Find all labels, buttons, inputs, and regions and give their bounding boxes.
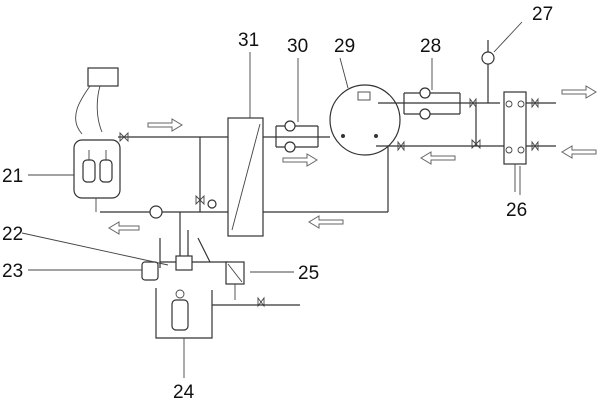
- component-25-exchanger: [225, 261, 245, 300]
- flow-arrows: [108, 85, 597, 235]
- flow-arrow: [108, 221, 140, 235]
- label-22: 22: [2, 224, 23, 245]
- label-29: 29: [334, 36, 355, 57]
- label-24: 24: [173, 382, 195, 403]
- label-27: 27: [532, 4, 553, 25]
- flow-arrow: [147, 118, 183, 132]
- pipe-network: [100, 40, 556, 268]
- label-21: 21: [2, 166, 23, 187]
- flow-arrow: [561, 145, 597, 159]
- label-25: 25: [298, 263, 319, 284]
- label-23: 23: [2, 261, 23, 282]
- component-29-vessel: [329, 84, 401, 156]
- flow-arrow: [561, 85, 597, 99]
- label-28: 28: [420, 36, 441, 57]
- flow-arrow: [308, 215, 344, 229]
- flow-arrow: [282, 153, 318, 167]
- valves: [119, 97, 539, 308]
- component-26-plate-exchanger: [503, 91, 527, 192]
- number-labels: 21 22 23 24 25 26 27 28 29 30 31: [2, 4, 553, 403]
- component-24-enclosure: [155, 288, 300, 339]
- label-30: 30: [287, 36, 308, 57]
- component-31-heat-exchanger: [227, 117, 264, 237]
- pumps: [149, 51, 495, 219]
- flow-arrow: [420, 151, 456, 165]
- label-26: 26: [506, 200, 527, 221]
- leader-lines: [21, 21, 523, 378]
- component-22-fitting: [175, 255, 193, 271]
- label-31: 31: [238, 30, 259, 51]
- component-23-vessel: [141, 261, 159, 281]
- component-21-tank: [73, 67, 121, 212]
